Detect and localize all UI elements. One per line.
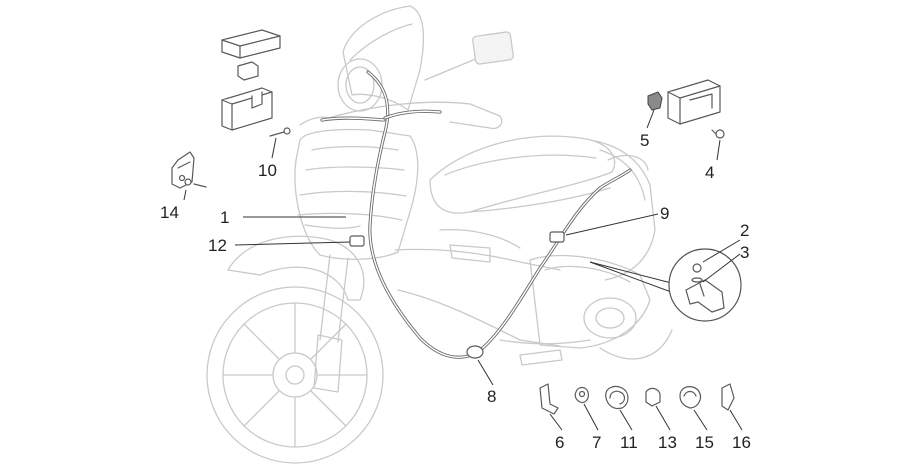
relay-box-4-5 (647, 79, 725, 139)
callout-2: 2 (740, 221, 749, 240)
cable-clamp-12 (349, 235, 365, 247)
cable-clamp-9 (549, 231, 565, 243)
scooter-outline (206, 5, 673, 464)
callout-16: 16 (732, 433, 751, 452)
clip-16 (721, 383, 735, 411)
callout-12: 12 (208, 236, 227, 255)
callout-7: 7 (592, 433, 601, 452)
callout-numbers: 1 2 3 4 5 6 7 8 9 10 11 12 13 14 15 16 (160, 131, 751, 452)
callout-9: 9 (660, 204, 669, 223)
cable-clamp-8 (466, 345, 484, 359)
detail-zoom-2-3 (589, 248, 742, 322)
callout-13: 13 (658, 433, 677, 452)
callout-3: 3 (740, 243, 749, 262)
ring-15 (679, 386, 702, 409)
small-parts-row (539, 383, 735, 415)
callout-5: 5 (640, 131, 649, 150)
fuse-box-assembly (221, 29, 291, 137)
leader-lines (183, 109, 743, 431)
clip-13 (645, 387, 661, 407)
callout-6: 6 (555, 433, 564, 452)
callout-14: 14 (160, 203, 179, 222)
callout-1: 1 (220, 208, 229, 227)
bracket-14 (171, 151, 207, 189)
callout-15: 15 (695, 433, 714, 452)
clip-6 (539, 383, 559, 415)
callout-4: 4 (705, 163, 714, 182)
callout-8: 8 (487, 387, 496, 406)
main-wiring-cable (320, 70, 632, 359)
callout-10: 10 (258, 161, 277, 180)
callout-11: 11 (620, 433, 638, 452)
